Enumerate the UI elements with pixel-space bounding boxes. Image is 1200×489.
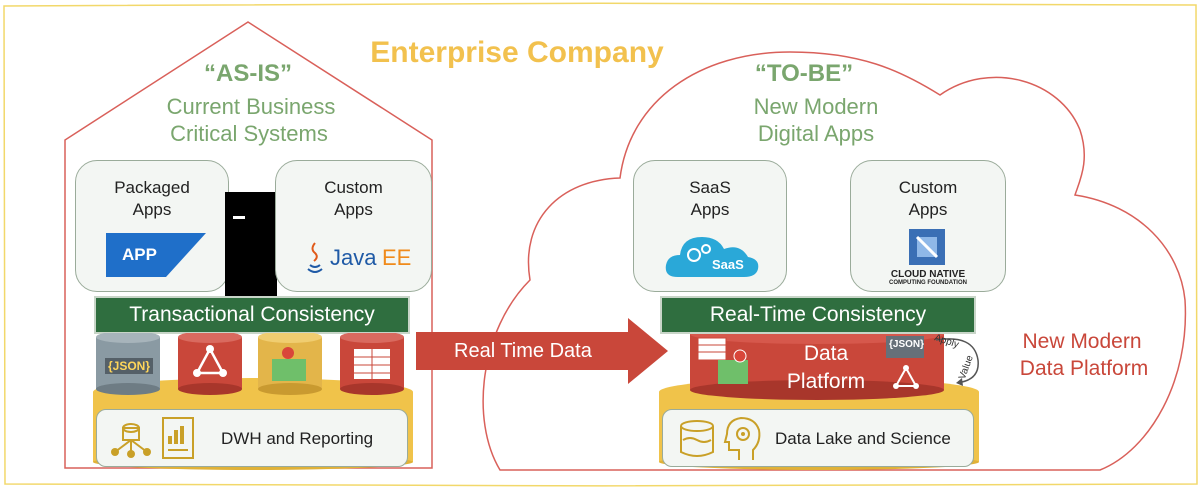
java-ee-logo-icon: Java EE [304,239,414,279]
card-label: Apps [132,200,172,219]
platform-label-1: Data [803,342,849,365]
real-time-arrow [416,318,668,384]
page-title: Enterprise Company [370,36,664,69]
real-time-consistency-bar: Real-Time Consistency [660,296,976,334]
custom-apps-card: Custom Apps Java EE [275,160,432,292]
report-icon [162,417,194,459]
to-be-heading: “TO-BE” [754,60,854,87]
packaged-apps-card: Packaged Apps APP [75,160,229,292]
cncf-label: CLOUD NATIVE [890,269,966,280]
card-label: Custom [324,178,383,197]
brain-gear-icon [723,416,761,460]
spatial-db-icon [258,333,322,395]
platform-json-graph-icons [886,336,924,389]
side-label-1: New Modern [1022,330,1142,353]
dwh-label: DWH and Reporting [221,429,374,448]
network-db-icon [111,423,151,458]
platform-json-label: {JSON} [889,339,925,350]
data-lake-label: Data Lake and Science [775,429,951,448]
to-be-subtitle-2: Digital Apps [757,121,875,146]
black-block [225,192,277,296]
saas-cloud-icon: SaaS [664,229,760,281]
outer-frame [3,2,1198,487]
custom-apps-card-tobe: Custom Apps CLOUD NATIVE COMPUTING FOUND… [850,160,1006,292]
data-lake-icon [680,420,714,457]
house-outline [64,21,433,469]
card-label: Custom [898,178,958,197]
arrow-label: Real Time Data [454,340,592,362]
card-label: Apps [908,200,948,219]
cloud-outline [482,51,1187,471]
dwh-footer: DWH and Reporting [96,409,408,467]
graph-db-icon [178,333,242,395]
card-label: Apps [334,200,373,219]
app-logo-icon: APP [106,233,206,277]
to-be-subtitle-1: New Modern [753,94,879,119]
platform-label-2: Platform [786,370,866,393]
cncf-logo-icon [909,229,945,265]
saas-apps-card: SaaS Apps SaaS [633,160,787,292]
card-label: Apps [690,200,730,219]
card-label: Packaged [114,178,190,197]
as-is-subtitle-2: Critical Systems [170,121,328,146]
side-label-2: Data Platform [1019,357,1149,380]
json-label: {JSON} [105,358,154,374]
as-is-subtitle-1: Current Business [166,94,336,119]
as-is-heading: “AS-IS” [203,60,293,87]
relational-db-icon [340,333,404,395]
platform-table-map-icons [697,337,748,384]
cncf-sublabel: COMPUTING FOUNDATION [889,280,967,286]
transactional-consistency-bar: Transactional Consistency [94,296,410,334]
data-lake-footer: Data Lake and Science [662,409,974,467]
apply-value-loop-icon [935,338,979,386]
card-label: SaaS [689,178,731,197]
